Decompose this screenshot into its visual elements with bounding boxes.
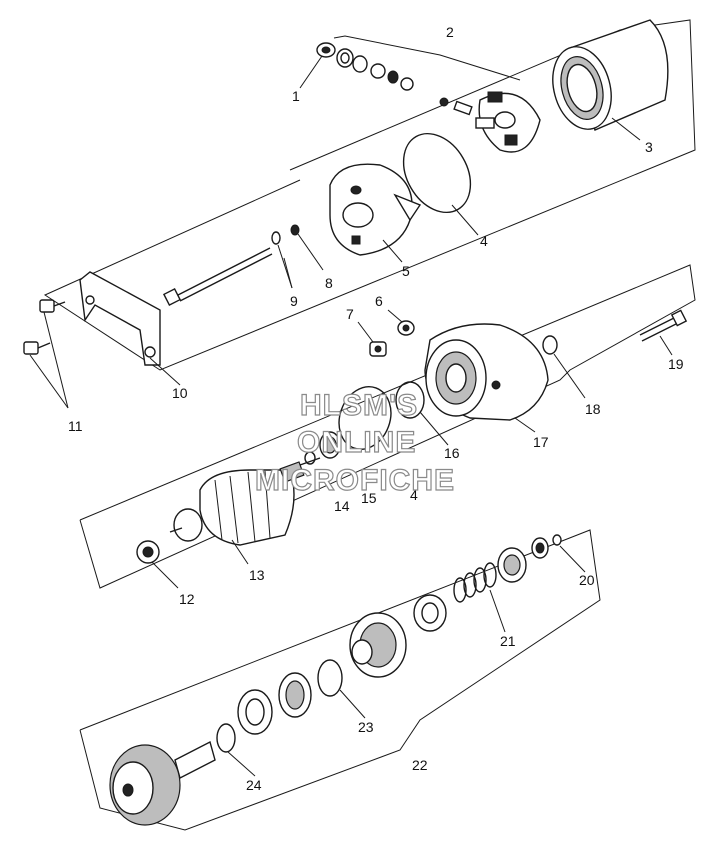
part-20-washers <box>497 534 562 583</box>
part-10-bracket <box>79 271 161 366</box>
callout-3: 3 <box>645 139 653 155</box>
watermark-line-2: ONLINE <box>297 426 416 459</box>
part-13-armature <box>169 457 321 546</box>
callout-5: 5 <box>402 263 410 279</box>
callout-17: 17 <box>533 434 549 450</box>
callout-23: 23 <box>358 719 374 735</box>
callout-21: 21 <box>500 633 516 649</box>
group-frame-lines <box>43 19 696 831</box>
part-5-rear-cover <box>329 163 422 256</box>
callout-13: 13 <box>249 567 265 583</box>
callout-labels: 1 2 3 4 5 8 9 10 11 7 6 19 18 17 16 4 15… <box>68 24 684 793</box>
clutch-assembly <box>349 612 407 678</box>
callout-15: 15 <box>361 490 377 506</box>
part-17-front-cover <box>424 323 549 421</box>
part-2-washer-set <box>333 35 521 116</box>
callout-12: 12 <box>179 591 195 607</box>
callout-14: 14 <box>334 498 350 514</box>
part-4-o-ring-upper <box>402 132 472 214</box>
watermark: HLSM'S ONLINE MICROFICHE <box>254 388 455 497</box>
callout-2: 2 <box>446 24 454 40</box>
callout-4-upper: 4 <box>480 233 488 249</box>
leader-lines <box>29 55 673 777</box>
part-24-snap-ring <box>216 723 236 753</box>
callout-7: 7 <box>346 306 354 322</box>
part-12-bearing <box>136 540 160 564</box>
callout-22: 22 <box>412 757 428 773</box>
watermark-line-1: HLSM'S <box>300 389 418 422</box>
watermark-line-3: MICROFICHE <box>255 464 455 497</box>
part-6-nut <box>397 320 415 336</box>
callout-8: 8 <box>325 275 333 291</box>
callout-18: 18 <box>585 401 601 417</box>
part-3-yoke-housing <box>552 19 669 131</box>
pinion-gear-shaft <box>109 740 216 826</box>
callout-4-lower: 4 <box>410 487 418 503</box>
part-7-terminal-nut <box>369 341 387 357</box>
callout-6: 6 <box>375 293 383 309</box>
callout-10: 10 <box>172 385 188 401</box>
callout-16: 16 <box>444 445 460 461</box>
part-9-through-bolt <box>162 231 281 307</box>
callout-19: 19 <box>668 356 684 372</box>
part-8-washer <box>290 224 300 236</box>
brush-holder-plate <box>475 91 541 153</box>
part-18-washer <box>542 335 558 355</box>
callout-11: 11 <box>68 418 83 434</box>
callout-9: 9 <box>290 293 298 309</box>
part-23-rings <box>237 659 343 735</box>
callout-24: 24 <box>246 777 262 793</box>
part-1-nut <box>316 42 336 58</box>
part-21-spring-sleeve <box>413 562 497 632</box>
part-14-15-16-seals <box>304 381 425 465</box>
part-19-bolt <box>639 309 688 342</box>
callout-20: 20 <box>579 572 595 588</box>
part-11-bolts <box>23 299 66 355</box>
callout-1: 1 <box>292 88 300 104</box>
